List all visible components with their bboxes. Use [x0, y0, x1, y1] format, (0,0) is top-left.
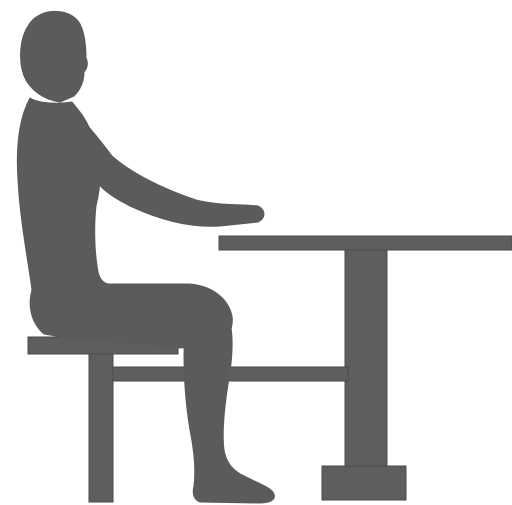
figure-lower-leg [184, 315, 274, 503]
table-foot [322, 466, 406, 500]
figure-arm [70, 108, 264, 226]
table-top [219, 236, 512, 250]
stool [28, 337, 178, 502]
human-figure [17, 11, 274, 503]
table-leg [345, 250, 387, 468]
figure-head [21, 11, 88, 102]
stool-leg [89, 354, 113, 502]
